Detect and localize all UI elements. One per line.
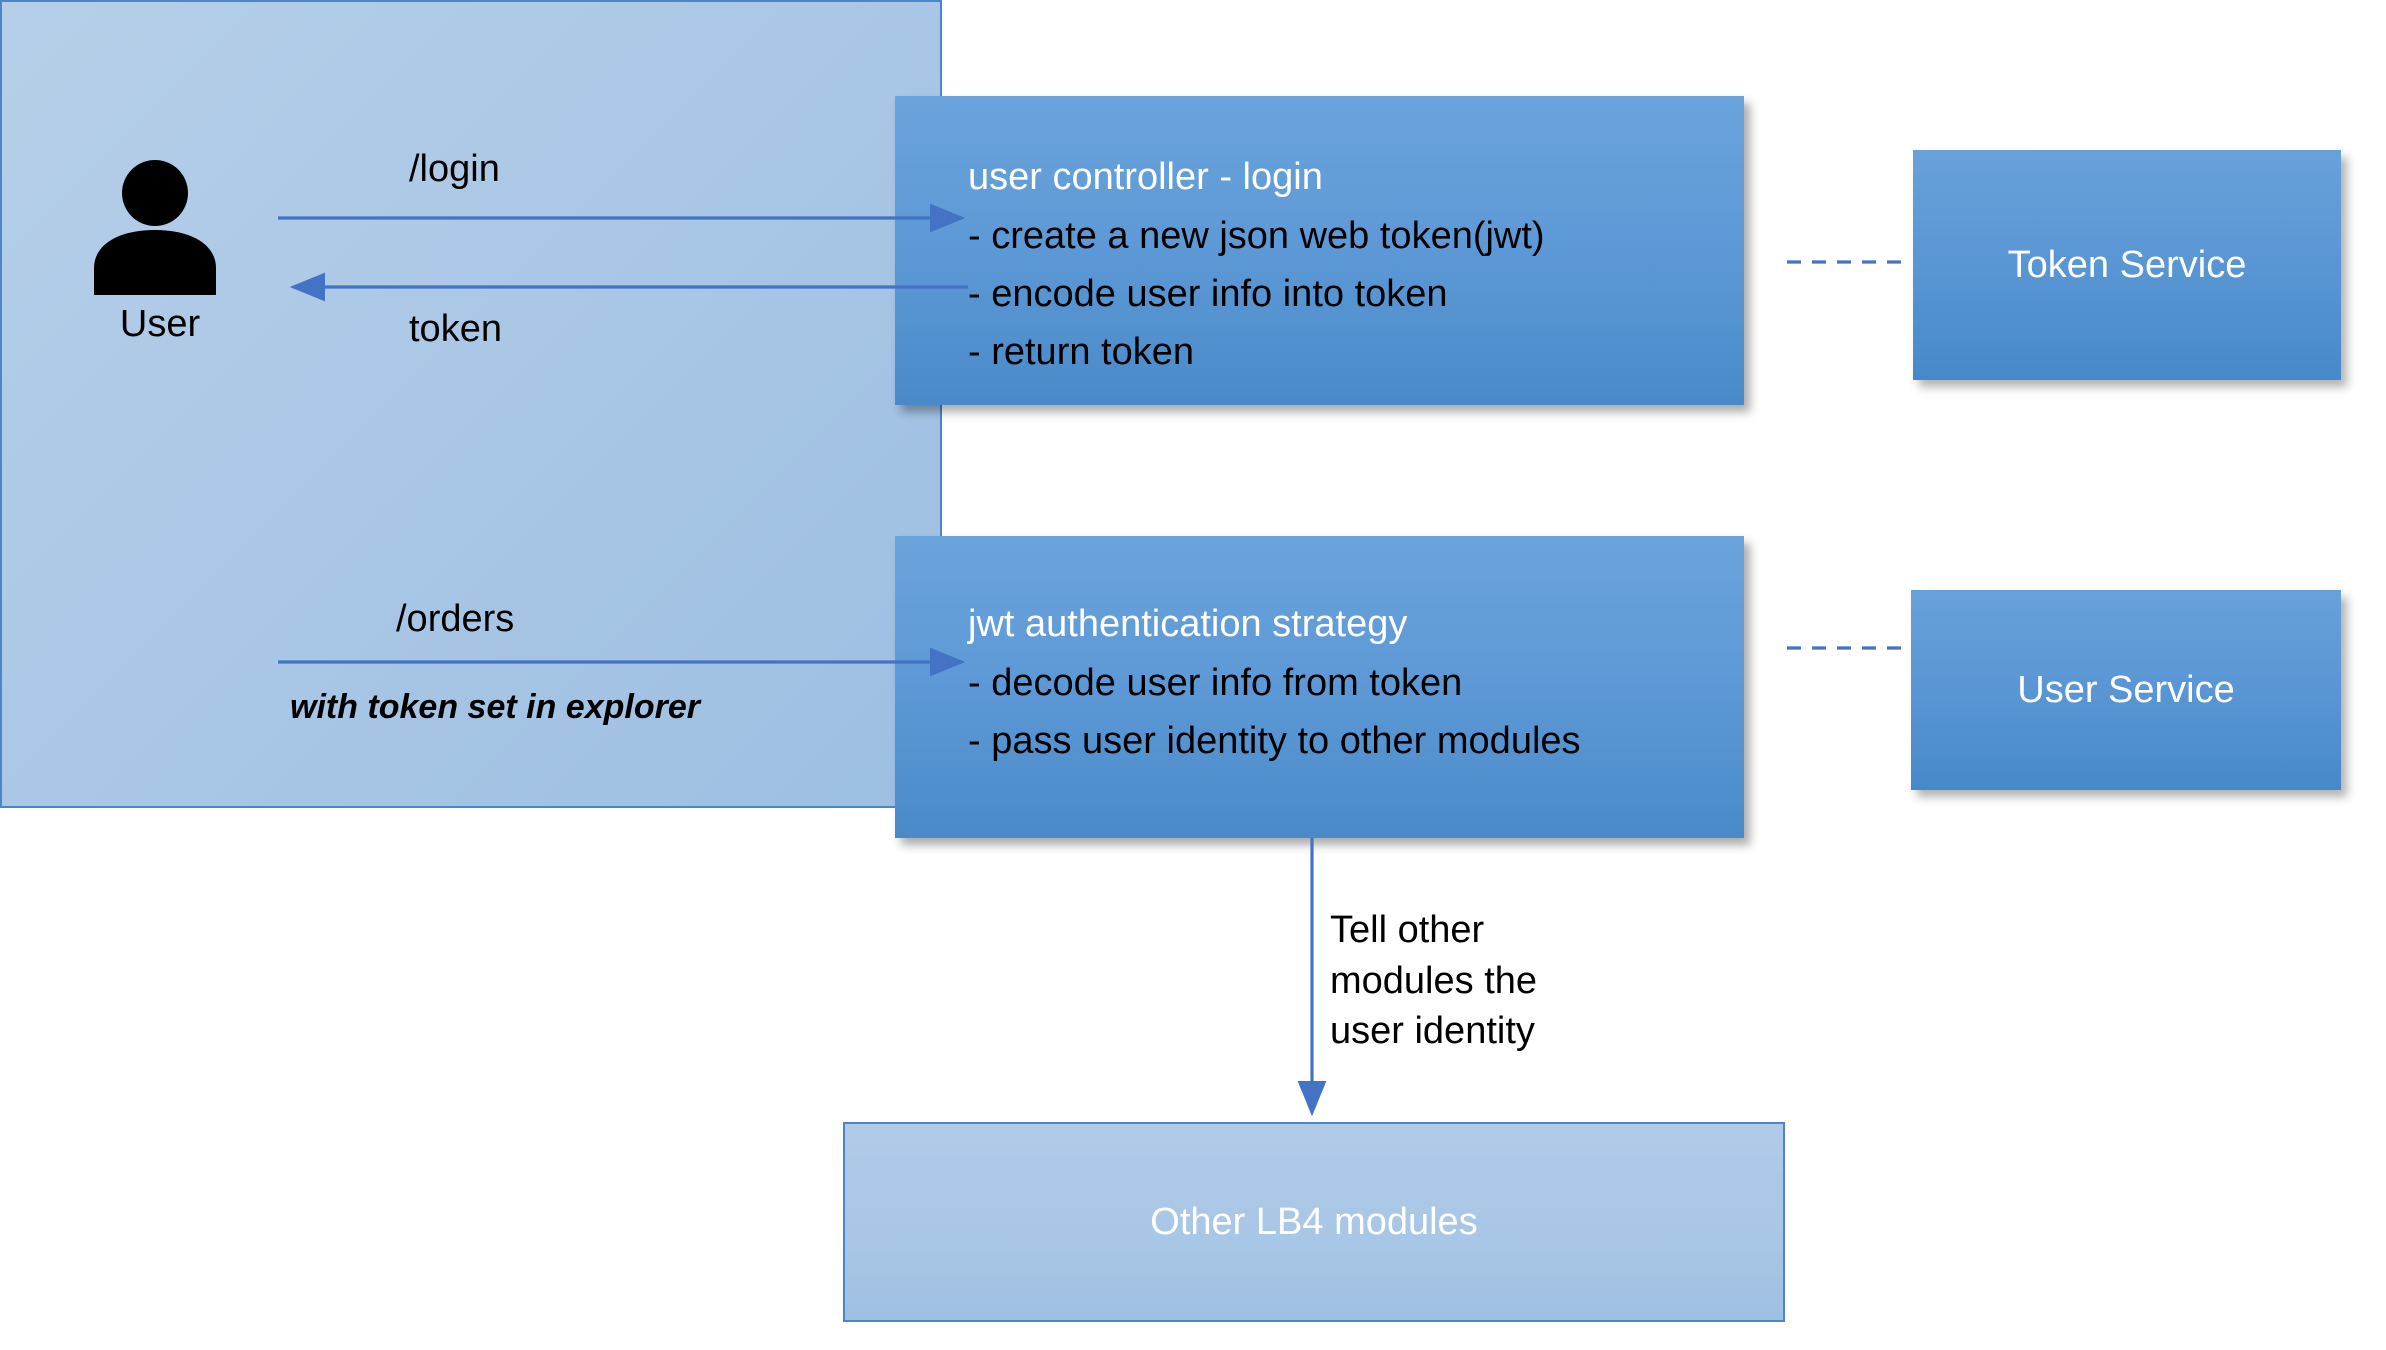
token-flow-label: token xyxy=(409,308,502,350)
explorer-note-label: with token set in explorer xyxy=(290,688,700,726)
login-flow-label: /login xyxy=(409,148,500,190)
user-service-box: User Service xyxy=(1911,590,2341,790)
jwt-authentication-strategy-box: jwt authentication strategy - decode use… xyxy=(895,536,1744,838)
lb4-authentication-container: LB4 authentication xyxy=(0,0,1352,808)
other-lb4-modules-box: Other LB4 modules xyxy=(843,1122,1785,1322)
orders-flow-label: /orders xyxy=(396,598,515,640)
user-controller-title: user controller - login xyxy=(968,156,1323,198)
other-lb4-modules-label: Other LB4 modules xyxy=(1150,1200,1478,1243)
user-controller-login-box: user controller - login - create a new j… xyxy=(895,96,1744,405)
user-controller-line-3: - return token xyxy=(968,331,1194,373)
tell-other-modules-label: Tell other modules the user identity xyxy=(1330,905,1537,1057)
token-service-box: Token Service xyxy=(1913,150,2341,380)
user-controller-line-2: - encode user info into token xyxy=(968,273,1448,315)
tell-other-modules-line-1: Tell other xyxy=(1330,909,1485,951)
user-service-label: User Service xyxy=(2017,668,2235,711)
user-person-icon xyxy=(80,150,240,350)
jwt-strategy-line-1: - decode user info from token xyxy=(968,662,1463,704)
jwt-strategy-line-2: - pass user identity to other modules xyxy=(968,720,1581,762)
user-actor-label: User xyxy=(119,303,201,345)
tell-other-modules-line-3: user identity xyxy=(1330,1010,1535,1053)
token-service-label: Token Service xyxy=(2007,243,2247,286)
user-controller-line-1: - create a new json web token(jwt) xyxy=(968,215,1545,257)
tell-other-modules-line-2: modules the xyxy=(1330,959,1538,1002)
jwt-strategy-title: jwt authentication strategy xyxy=(968,603,1408,645)
